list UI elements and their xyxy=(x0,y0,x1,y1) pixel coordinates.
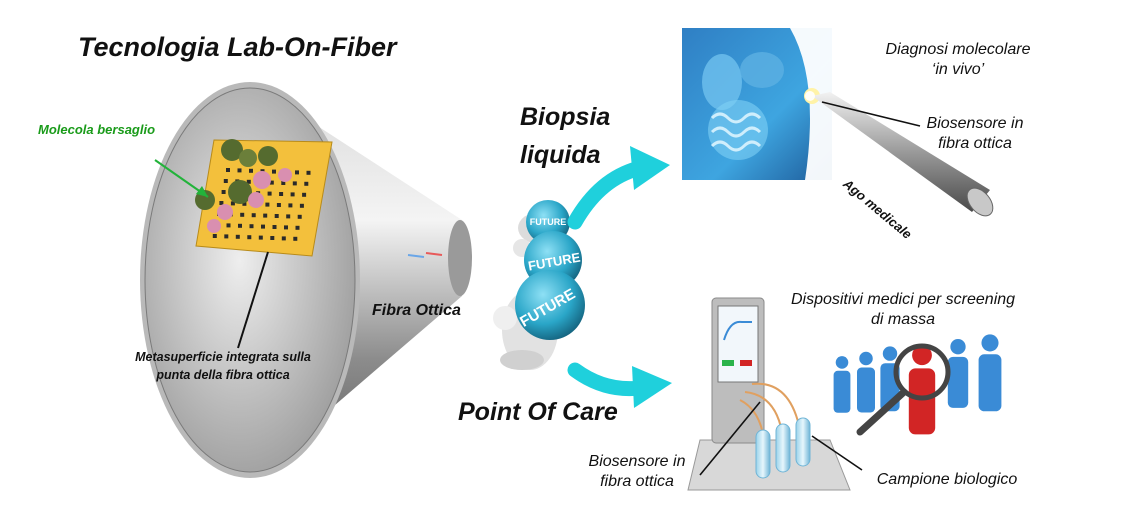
diagnosis-label: Diagnosi molecolare ‘in vivo’ xyxy=(858,40,1058,80)
nanostructure-dot xyxy=(306,170,311,175)
nanostructure-dot xyxy=(269,180,274,185)
biosensor-label-bottom-line1: Biosensore in xyxy=(588,453,686,470)
nanostructure-dot xyxy=(265,202,270,207)
nanostructure-dot xyxy=(288,203,293,208)
nanostructure-dot xyxy=(272,169,276,174)
nanostructure-dot xyxy=(270,236,275,240)
anatomy-image xyxy=(682,28,832,180)
biosensor-label-bottom-line2: fibra ottica xyxy=(600,473,674,490)
person-icon xyxy=(859,351,873,366)
nanostructure-dot xyxy=(263,213,268,218)
person-icon xyxy=(947,356,969,408)
nanostructure-dot xyxy=(240,212,245,217)
person-red-icon xyxy=(912,345,932,366)
nanostructure-dot xyxy=(286,214,291,219)
biopsy-title-line2: liquida xyxy=(520,141,601,169)
person-icon xyxy=(835,356,849,369)
devices-label-line1: Dispositivi medici per screening xyxy=(790,291,1016,308)
nanostructure-dot xyxy=(295,170,299,175)
future-ball-bottom xyxy=(515,270,585,340)
poc-title: Point Of Care xyxy=(458,398,618,426)
target-pointer-head xyxy=(196,186,208,197)
person-icon xyxy=(978,354,1002,412)
nanostructure-dot xyxy=(246,179,251,184)
devices-label: Dispositivi medici per screening di mass… xyxy=(768,290,1038,330)
nanostructure-dot xyxy=(238,223,242,228)
nanostructure-dot xyxy=(281,181,286,185)
nanostructure-dot xyxy=(223,179,228,183)
future-text-top: FUTURE xyxy=(530,217,567,227)
nanostructure-dot xyxy=(247,235,252,240)
devices-label-line2: di massa xyxy=(870,311,936,328)
biosensor-label-bottom: Biosensore in fibra ottica xyxy=(572,452,702,492)
nanostructure-dot xyxy=(219,201,224,205)
nanostructure-dot xyxy=(304,181,309,186)
biopsy-title-line1: Biopsia xyxy=(520,103,611,131)
nanostructure-dot xyxy=(302,192,307,197)
nanostructure-dot xyxy=(251,213,256,218)
sample-pointer xyxy=(811,435,863,471)
nanostructure-dot xyxy=(299,203,304,208)
poc-device xyxy=(687,297,851,491)
metasurface-label-line1: Metasuperficie integrata sulla xyxy=(135,350,311,364)
biosensor-pointer-bottom xyxy=(699,401,761,476)
metasurface-label: Metasuperficie integrata sulla punta del… xyxy=(98,348,348,384)
person-icon xyxy=(833,370,851,413)
nanostructure-dot xyxy=(284,225,288,230)
arrow-to-biopsy xyxy=(567,160,648,230)
nanostructure-dot xyxy=(290,192,295,197)
medical-needle xyxy=(805,91,994,217)
arrow-to-poc xyxy=(567,362,648,397)
nanostructure-dot xyxy=(274,214,279,218)
page-title: Tecnologia Lab-On-Fiber xyxy=(78,32,397,62)
nanostructure-dot xyxy=(261,224,265,229)
diagnosis-label-line2: ‘in vivo’ xyxy=(931,61,985,78)
biopsy-title: Biopsia liquida xyxy=(520,98,610,174)
magnifier-icon xyxy=(856,343,951,436)
person-icon xyxy=(857,367,875,413)
biosensor-label-top-line2: fibra ottica xyxy=(938,135,1012,152)
nanostructure-dot xyxy=(237,168,242,173)
nanostructure-dot xyxy=(212,234,217,238)
nanostructure-dot xyxy=(297,214,302,219)
nanostructure-dot xyxy=(221,190,226,194)
biosensor-label-top: Biosensore in fibra ottica xyxy=(900,114,1050,154)
fiber-label: Fibra Ottica xyxy=(372,302,461,319)
sample-label: Campione biologico xyxy=(876,471,1018,488)
nanostructure-dot xyxy=(242,201,247,206)
person-icon xyxy=(882,346,898,361)
nanostructure-dot xyxy=(230,201,235,206)
nanostructure-dot xyxy=(258,235,263,240)
metasurface-pointer xyxy=(237,251,269,349)
metasurface-label-line2: punta della fibra ottica xyxy=(156,368,290,382)
crowd-icons xyxy=(833,334,1002,435)
person-icon xyxy=(981,334,999,352)
biosensor-label-top-line1: Biosensore in xyxy=(926,115,1024,132)
arrow-to-poc-head xyxy=(632,366,672,408)
diagnosis-label-line1: Diagnosi molecolare xyxy=(885,41,1031,58)
biosensor-pointer-top xyxy=(821,101,921,127)
person-icon xyxy=(950,339,966,355)
nanostructure-dot xyxy=(267,191,272,196)
person-red-icon xyxy=(908,368,936,435)
nanostructure-dot xyxy=(292,181,297,186)
target-molecule-label: Molecola bersaglio xyxy=(38,122,156,137)
nanostructure-dot xyxy=(249,224,254,229)
nanostructure-dot xyxy=(235,234,240,239)
nanostructure-dot xyxy=(295,225,300,230)
nanostructure-dot xyxy=(249,168,253,173)
nanostructure-dot xyxy=(226,168,230,172)
nanostructure-dot xyxy=(293,236,298,241)
nanostructure-dot xyxy=(276,203,281,207)
nanostructure-dot xyxy=(226,223,231,228)
nanostructure-dot xyxy=(279,192,284,196)
nanostructure-dot xyxy=(272,225,277,229)
nanostructure-dot xyxy=(224,234,229,239)
nanostructure-dot xyxy=(281,236,286,241)
arrow-to-biopsy-head xyxy=(630,146,670,190)
